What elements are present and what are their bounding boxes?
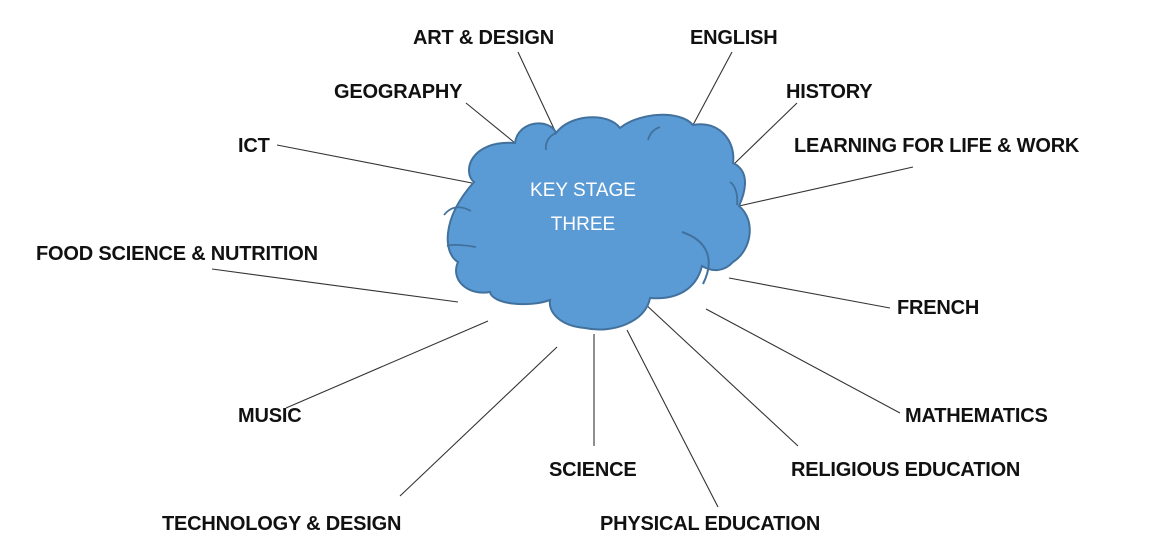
connector-learning-for-life-work <box>738 166 914 207</box>
key-stage-cloud <box>443 113 751 331</box>
connector-religious-education <box>642 301 799 447</box>
connector-music <box>285 320 489 409</box>
cloud-inner-curve <box>443 206 472 216</box>
subject-label: HISTORY <box>786 81 873 103</box>
connector-english <box>692 51 733 126</box>
connector-technology-design <box>399 346 558 497</box>
subject-label: ART & DESIGN <box>413 27 554 49</box>
subject-label: GEOGRAPHY <box>334 81 463 103</box>
connector-lines <box>211 51 914 508</box>
connector-mathematics <box>705 308 901 414</box>
cloud-inner-curve <box>446 244 477 248</box>
subject-label: ICT <box>238 135 270 157</box>
cloud-inner-curve <box>729 181 739 206</box>
subject-label: PHYSICAL EDUCATION <box>600 513 821 535</box>
subject-label: FRENCH <box>897 297 980 319</box>
subject-label: LEARNING FOR LIFE & WORK <box>794 135 1080 157</box>
center-title-line-1: KEY STAGE <box>530 180 636 201</box>
cloud-inner-curve <box>544 132 557 151</box>
center-title: KEY STAGE THREE <box>508 174 658 242</box>
connector-french <box>728 277 891 309</box>
subject-label: MUSIC <box>238 405 302 427</box>
cloud-inner-curve <box>681 231 710 285</box>
connector-physical-education <box>626 329 719 508</box>
center-title-line-2: THREE <box>550 214 616 235</box>
connector-ict <box>276 144 473 184</box>
subject-label: RELIGIOUS EDUCATION <box>791 459 1021 481</box>
cloud-inner-curve <box>647 126 661 141</box>
cloud-shape <box>446 113 751 331</box>
subject-label: SCIENCE <box>549 459 637 481</box>
connector-art-design <box>517 51 557 134</box>
subject-label: TECHNOLOGY & DESIGN <box>162 513 402 535</box>
subject-label: ENGLISH <box>690 27 778 49</box>
connector-food-science-nutrition <box>211 268 459 303</box>
connector-geography <box>465 102 516 144</box>
subject-label: MATHEMATICS <box>905 405 1048 427</box>
subject-label: FOOD SCIENCE & NUTRITION <box>36 243 318 265</box>
connector-history <box>732 102 798 166</box>
